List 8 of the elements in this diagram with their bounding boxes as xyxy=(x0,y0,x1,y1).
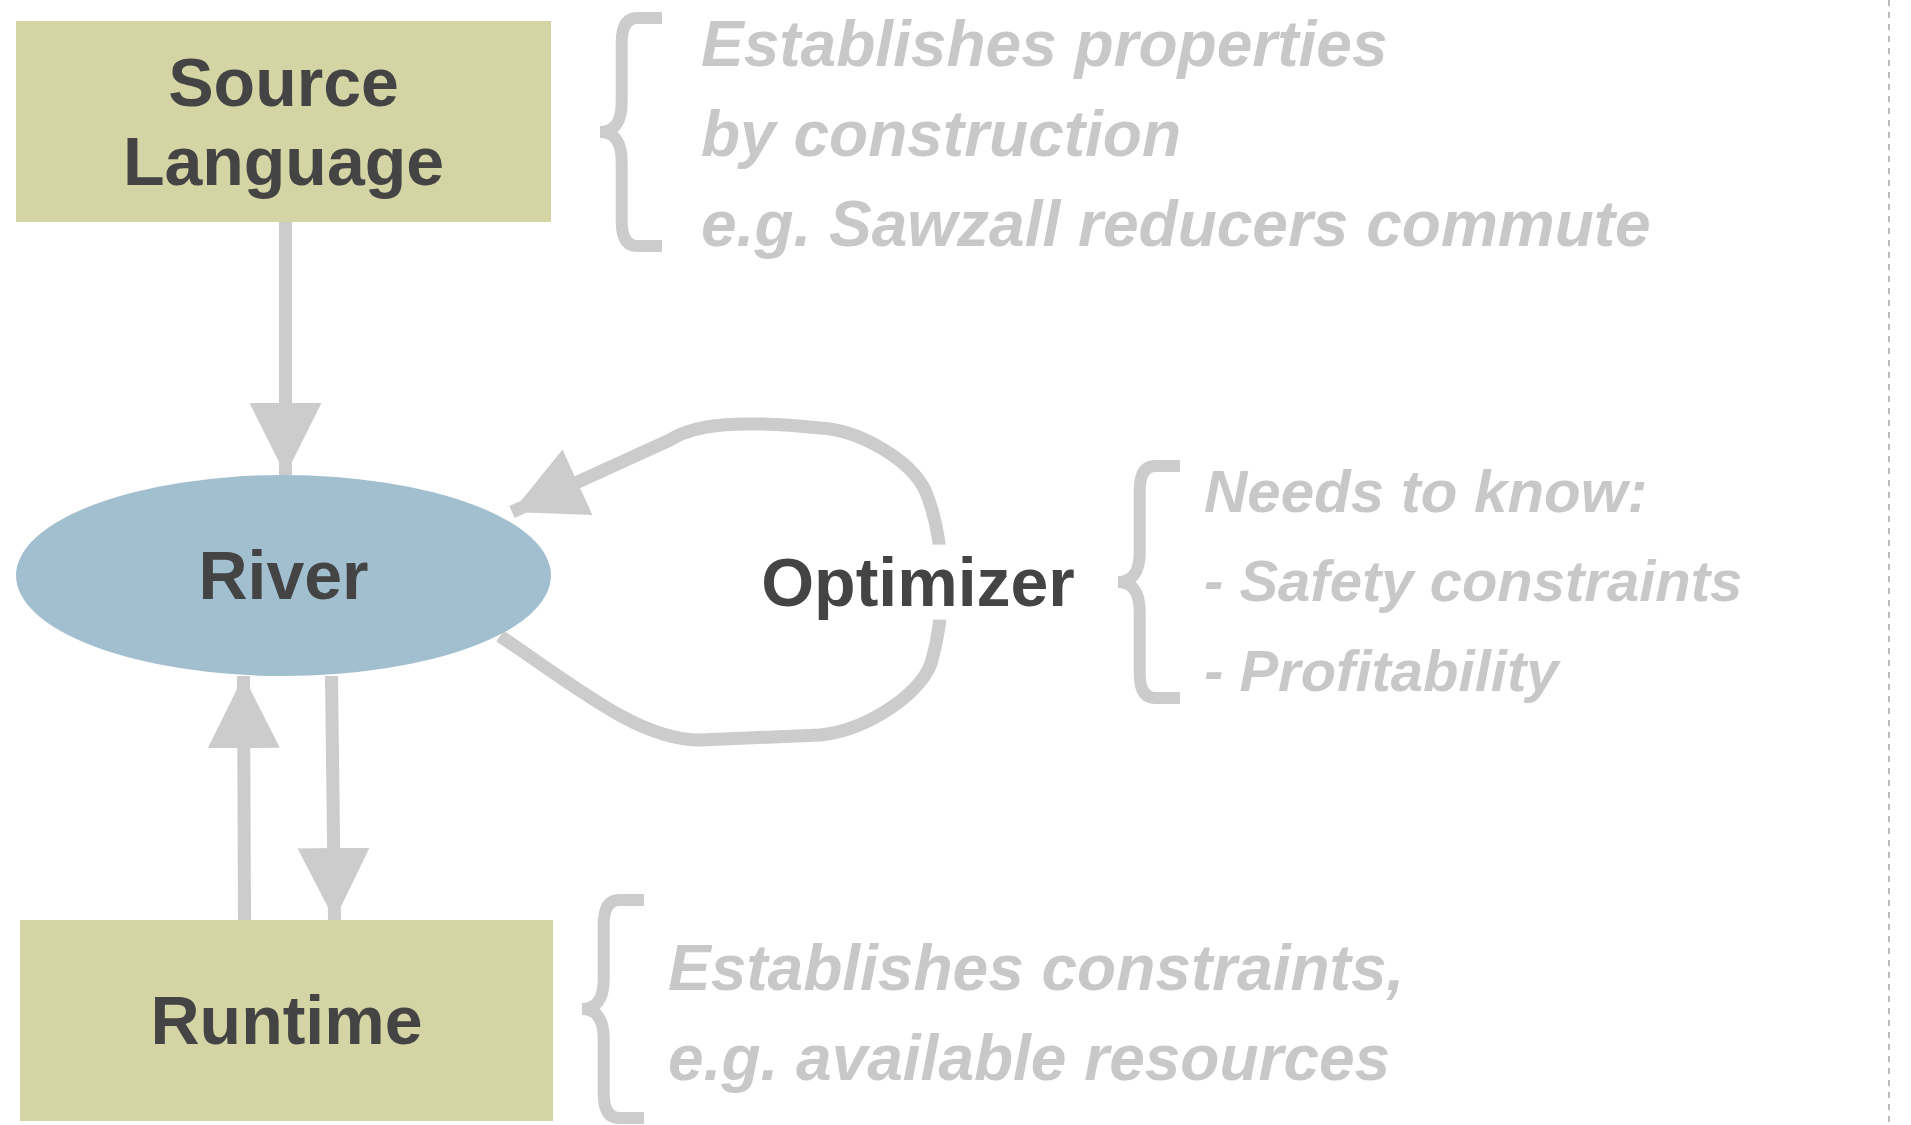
process-box xyxy=(20,920,553,1121)
arrow xyxy=(207,675,280,921)
node-label: River xyxy=(198,536,369,615)
process-box xyxy=(16,21,551,222)
arrow xyxy=(297,675,370,921)
arrow xyxy=(496,417,949,747)
node-label: Source Language xyxy=(121,43,446,200)
node-label: Runtime xyxy=(150,981,423,1060)
